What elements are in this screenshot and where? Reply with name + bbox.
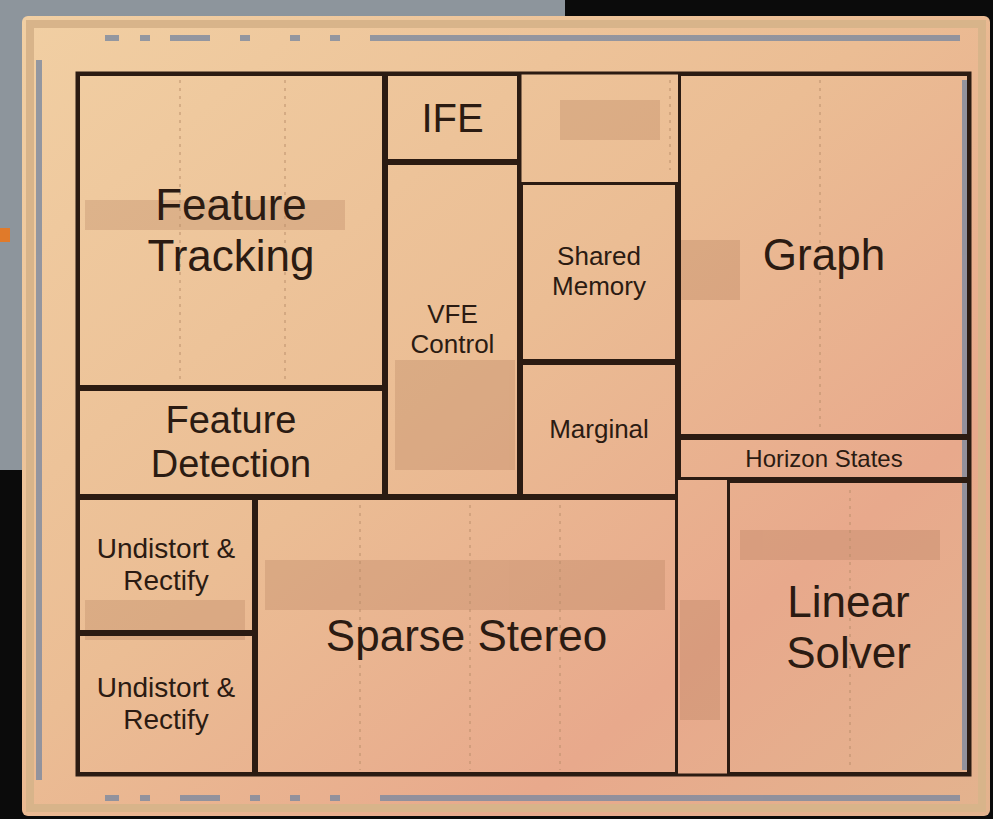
floorplan-outline bbox=[77, 73, 970, 775]
floorplan-block: Shared Memory bbox=[520, 182, 678, 362]
photo-marker bbox=[0, 228, 10, 242]
block-label: Undistort & Rectify bbox=[84, 533, 248, 597]
block-label: Linear Solver bbox=[734, 577, 963, 678]
floorplan-block: Feature Detection bbox=[77, 388, 385, 497]
floorplan-block: IFE bbox=[385, 73, 520, 162]
block-label: IFE bbox=[421, 95, 483, 141]
memory-stripes bbox=[85, 100, 940, 720]
floorplan-block: VFE Control bbox=[385, 162, 520, 497]
block-label: Sparse Stereo bbox=[326, 611, 607, 662]
photo-background bbox=[0, 0, 24, 470]
block-label: Marginal bbox=[549, 415, 649, 445]
block-label: Graph bbox=[763, 230, 885, 281]
floorplan-block: Undistort & Rectify bbox=[77, 633, 255, 775]
chip-die bbox=[22, 16, 990, 816]
floorplan-block: Sparse Stereo bbox=[255, 497, 678, 775]
block-label: VFE Control bbox=[392, 300, 513, 360]
pad-ring bbox=[30, 24, 982, 808]
block-label: Undistort & Rectify bbox=[84, 672, 248, 736]
block-label: Shared Memory bbox=[527, 242, 671, 302]
floorplan-block: Marginal bbox=[520, 362, 678, 497]
block-label: Feature Tracking bbox=[84, 180, 378, 281]
floorplan-block: Graph bbox=[678, 73, 970, 437]
floorplan-block: Horizon States bbox=[678, 437, 970, 480]
block-label: Feature Detection bbox=[84, 399, 378, 486]
floorplan-block: Undistort & Rectify bbox=[77, 497, 255, 633]
floorplan-block: Linear Solver bbox=[727, 480, 970, 775]
floorplan-block: Feature Tracking bbox=[77, 73, 385, 388]
block-label: Horizon States bbox=[745, 445, 902, 473]
pads bbox=[36, 35, 968, 801]
